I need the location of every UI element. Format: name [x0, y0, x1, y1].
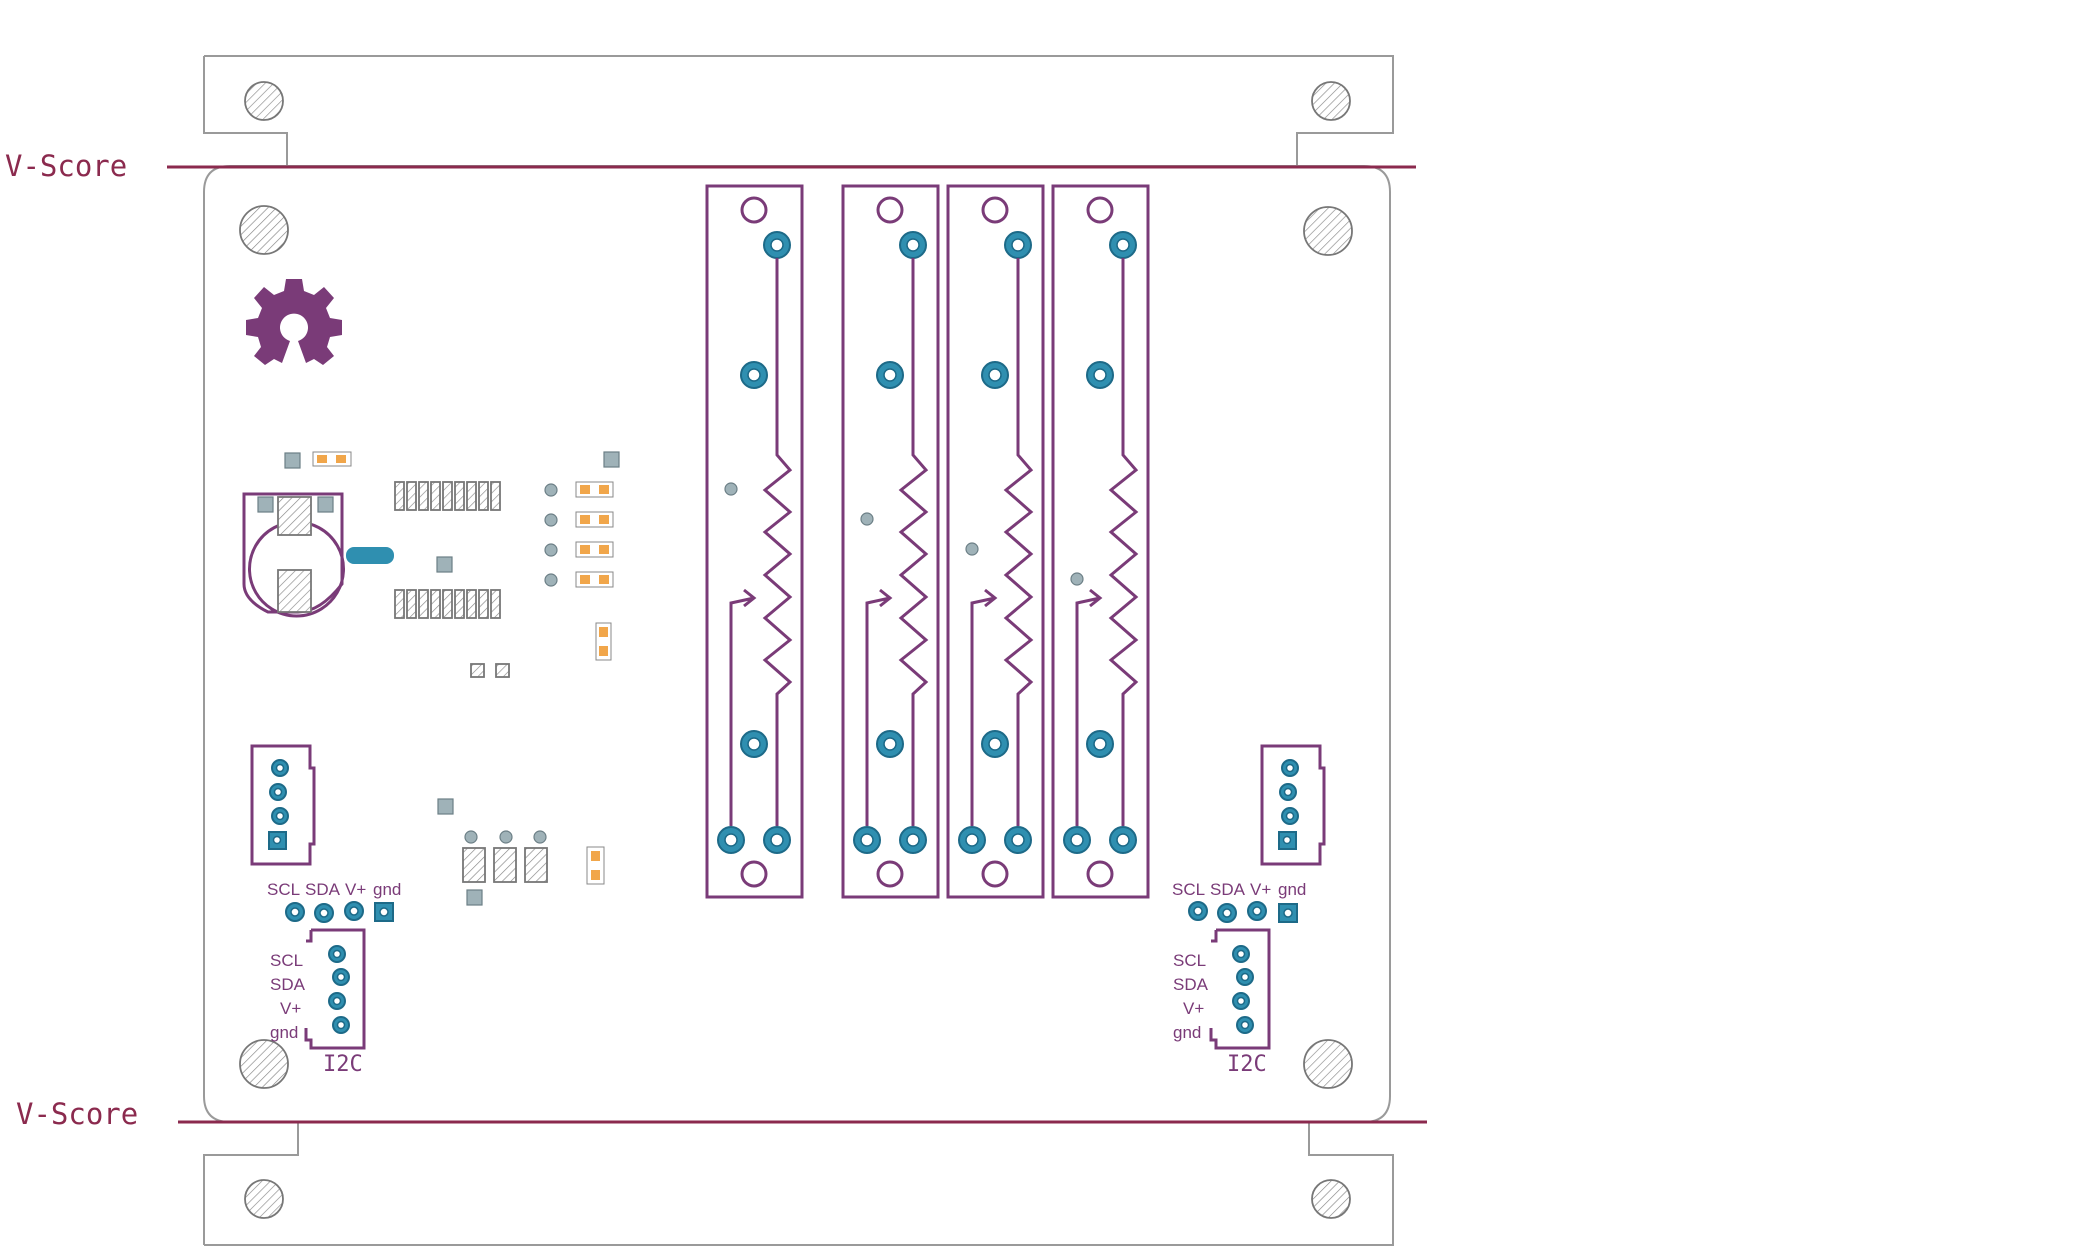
vscore-label-top: V-Score [5, 149, 127, 183]
via-pad [603, 451, 620, 468]
slide-potentiometer-3 [946, 184, 1045, 899]
slide-potentiometer-1 [705, 184, 804, 899]
test-pad [495, 663, 510, 678]
open-source-hardware-gear-icon [246, 279, 342, 365]
bottom-panel-rail [203, 1122, 1394, 1246]
header-label-gnd: gnd [1278, 880, 1306, 899]
top-panel-rail [203, 55, 1394, 166]
smd-capacitor [595, 622, 612, 661]
connector-name-right: I2C [1227, 1052, 1267, 1077]
side-label-sda: SDA [270, 975, 306, 994]
header-label-scl: SCL [1172, 880, 1205, 899]
mounting-hole [1311, 1179, 1351, 1219]
side-label-scl: SCL [1173, 951, 1206, 970]
smd-capacitor [586, 846, 605, 885]
mounting-hole [244, 1179, 284, 1219]
slide-potentiometer-4 [1051, 184, 1150, 899]
header-label-gnd: gnd [373, 880, 401, 899]
via-pad [284, 452, 301, 469]
mounting-hole [1303, 206, 1353, 256]
connector-name-left: I2C [323, 1052, 363, 1077]
mounting-hole [239, 205, 289, 255]
mounting-hole [1311, 81, 1351, 121]
header-label-sda: SDA [1210, 880, 1246, 899]
jst-connector-right-upper [1260, 744, 1326, 866]
via-pad [436, 556, 453, 573]
mounting-hole [1303, 1039, 1353, 1089]
i2c-connector-left: SCL SDA V+ gnd I2C [270, 928, 366, 1077]
mounting-hole [244, 81, 284, 121]
slide-potentiometer-2 [841, 184, 940, 899]
smd-transistor-group [462, 830, 548, 906]
side-label-gnd: gnd [270, 1023, 298, 1042]
i2c-header-left: SCL SDA V+ gnd [267, 880, 401, 923]
header-label-scl: SCL [267, 880, 300, 899]
side-label-scl: SCL [270, 951, 303, 970]
i2c-header-right: SCL SDA V+ gnd [1172, 880, 1306, 923]
header-label-vplus: V+ [345, 880, 366, 899]
via-pad [437, 798, 454, 815]
mounting-hole [239, 1039, 289, 1089]
ic-chip [394, 481, 501, 619]
board-outline [203, 165, 1391, 1123]
side-label-vplus: V+ [1183, 999, 1204, 1018]
side-label-gnd: gnd [1173, 1023, 1201, 1042]
test-pad [470, 663, 485, 678]
side-label-sda: SDA [1173, 975, 1209, 994]
vscore-label-bottom: V-Score [16, 1097, 138, 1131]
side-label-vplus: V+ [280, 999, 301, 1018]
smd-resistor [312, 451, 352, 467]
resistor-array [544, 481, 614, 588]
header-label-sda: SDA [305, 880, 341, 899]
header-label-vplus: V+ [1250, 880, 1271, 899]
i2c-connector-right: SCL SDA V+ gnd I2C [1173, 928, 1271, 1077]
battery-holder [242, 492, 394, 618]
jst-connector-left-upper [250, 744, 316, 866]
